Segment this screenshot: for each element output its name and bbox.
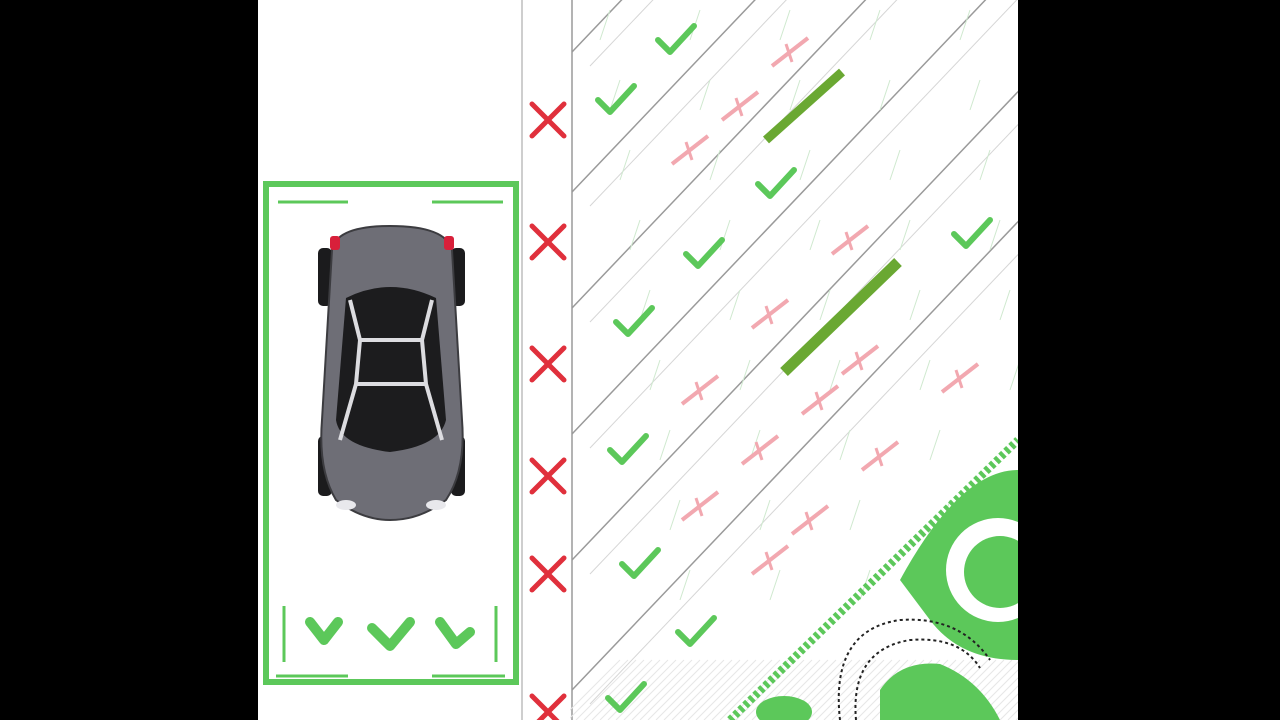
checkmark-icon — [367, 617, 415, 651]
checkmark-icon — [619, 547, 661, 579]
checkmark-icon — [305, 617, 343, 645]
right-letterbox — [1018, 0, 1280, 720]
x-cross-icon — [529, 457, 567, 495]
invalid-marks-column — [529, 101, 567, 720]
x-cross-icon — [529, 693, 567, 720]
dark-green-bar — [762, 68, 846, 144]
lot-divider-line — [571, 0, 987, 435]
checkmark-icon — [613, 305, 655, 337]
dark-green-bar — [780, 258, 902, 376]
checkmark-icon — [683, 237, 725, 269]
checkmark-icon — [605, 681, 647, 713]
x-cross-icon — [529, 555, 567, 593]
checkmark-icon — [655, 23, 697, 55]
landscape-area — [727, 437, 1018, 720]
x-cross-icon — [529, 223, 567, 261]
lot-divider-line — [571, 90, 1018, 561]
lot-divider-line — [571, 220, 1018, 691]
checkmark-icon — [607, 433, 649, 465]
x-cross-icon — [529, 345, 567, 383]
lot-divider-line — [571, 0, 756, 193]
checkmark-icon — [755, 167, 797, 199]
checkmark-icon — [675, 615, 717, 647]
left-letterbox — [0, 0, 258, 720]
lot-divider-line — [571, 0, 867, 309]
angled-parking-lot — [570, 0, 1018, 720]
checkmark-icon — [435, 617, 475, 649]
car-topview-icon — [318, 224, 465, 522]
checkmark-icon — [595, 83, 637, 115]
highlighted-parking-bay — [263, 181, 519, 685]
checkmark-icon — [951, 217, 993, 249]
x-cross-icon — [529, 101, 567, 139]
bay-frame — [263, 181, 519, 685]
